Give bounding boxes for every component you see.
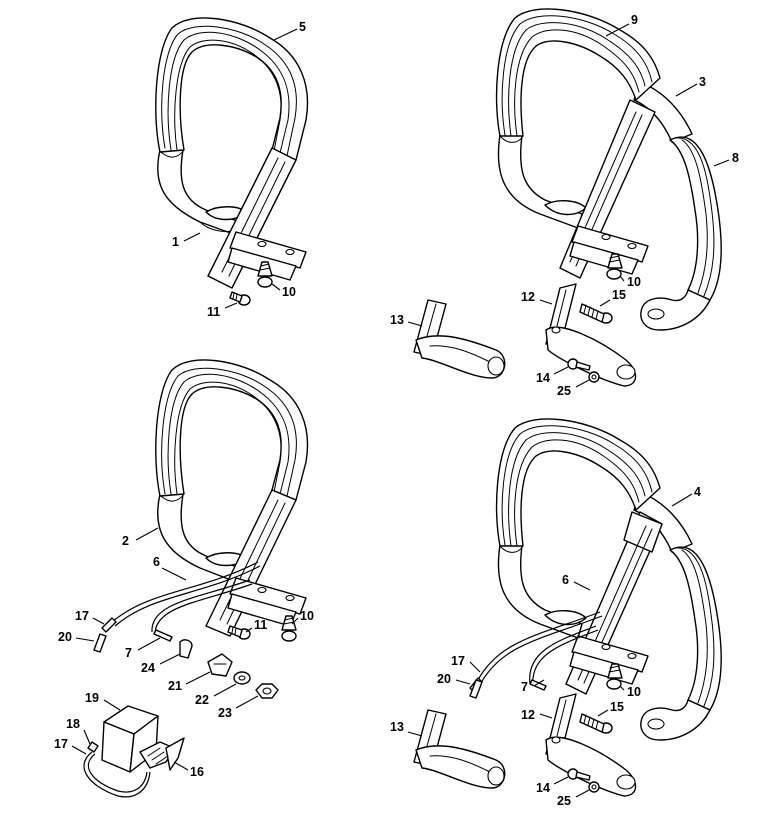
callout-16: 16 <box>190 765 204 779</box>
bracket-12 <box>545 693 637 797</box>
handlebar-grip-5 <box>155 17 309 162</box>
screw-15 <box>579 303 613 324</box>
callout-1: 1 <box>172 235 179 249</box>
screw-10 <box>606 663 623 690</box>
handlebar-grip <box>495 418 661 553</box>
assembly-bottom-left: 2 6 17 20 7 24 11 10 21 22 23 19 18 17 1… <box>54 359 314 798</box>
assembly-top-left: 5 1 10 11 <box>155 17 309 319</box>
callout-17: 17 <box>451 654 465 668</box>
bracket-12 <box>545 283 637 387</box>
assembly-bottom-right: 4 6 17 20 7 10 12 15 13 14 25 <box>390 418 722 808</box>
assembly-top-right: 9 3 8 10 12 15 13 14 25 <box>390 8 739 398</box>
callout-21: 21 <box>168 679 182 693</box>
callout-12: 12 <box>521 290 535 304</box>
callout-23: 23 <box>218 706 232 720</box>
washer-25 <box>588 781 600 793</box>
callout-20: 20 <box>437 672 451 686</box>
handlebar-grip-side <box>640 546 722 741</box>
callout-14: 14 <box>536 781 550 795</box>
callout-7: 7 <box>521 680 528 694</box>
callout-7: 7 <box>125 646 132 660</box>
screw-24 <box>179 639 193 659</box>
cover-19 <box>101 705 159 773</box>
handlebar-grip <box>155 359 309 502</box>
callout-5: 5 <box>299 20 306 34</box>
screw-10 <box>281 615 297 642</box>
washer-22 <box>233 671 251 685</box>
wire-6 <box>101 561 261 642</box>
screw-11 <box>227 625 251 640</box>
bracket-arm <box>565 511 663 695</box>
switch-16 <box>139 737 185 771</box>
terminal-21 <box>207 653 233 677</box>
callout-18: 18 <box>66 717 80 731</box>
handle-13 <box>413 299 506 379</box>
callout-10: 10 <box>300 609 314 623</box>
bracket-arm <box>559 99 656 279</box>
screw-14 <box>567 768 591 781</box>
callout-13: 13 <box>390 313 404 327</box>
wire-17 <box>83 751 151 798</box>
callout-24: 24 <box>141 661 155 675</box>
screw-11 <box>229 291 251 306</box>
callout-13: 13 <box>390 720 404 734</box>
handlebar-grip-8 <box>640 136 722 331</box>
callout-11: 11 <box>254 618 267 632</box>
handlebar-tube-2 <box>157 493 247 583</box>
callout-10: 10 <box>282 285 296 299</box>
callout-2: 2 <box>122 534 129 548</box>
callout-10: 10 <box>627 685 641 699</box>
callout-10: 10 <box>627 275 641 289</box>
callout-22: 22 <box>195 693 209 707</box>
callout-8: 8 <box>732 151 739 165</box>
handle-13 <box>413 709 506 789</box>
callout-17b: 17 <box>54 737 68 751</box>
callout-14: 14 <box>536 371 550 385</box>
callout-19: 19 <box>85 691 99 705</box>
screw-10 <box>257 261 273 288</box>
callout-4: 4 <box>694 485 701 499</box>
handlebar-grip-9 <box>495 8 661 143</box>
callout-20: 20 <box>58 630 72 644</box>
callout-9: 9 <box>631 13 638 27</box>
callout-11: 11 <box>207 305 220 319</box>
callout-15: 15 <box>610 700 624 714</box>
nut-23 <box>255 683 279 699</box>
pin-20 <box>93 633 107 653</box>
handlebar-tube-1 <box>157 149 247 236</box>
callout-6: 6 <box>153 555 160 569</box>
plug-18 <box>87 741 99 753</box>
callout-6: 6 <box>562 573 569 587</box>
callout-15: 15 <box>612 288 626 302</box>
callout-3: 3 <box>699 75 706 89</box>
callout-12: 12 <box>521 708 535 722</box>
screw-15 <box>579 713 613 734</box>
callout-25: 25 <box>557 794 571 808</box>
callout-17: 17 <box>75 609 89 623</box>
screw-10 <box>606 253 623 280</box>
washer-25 <box>588 371 600 383</box>
pin-20 <box>469 679 483 699</box>
callout-25: 25 <box>557 384 571 398</box>
screw-14 <box>567 358 591 371</box>
